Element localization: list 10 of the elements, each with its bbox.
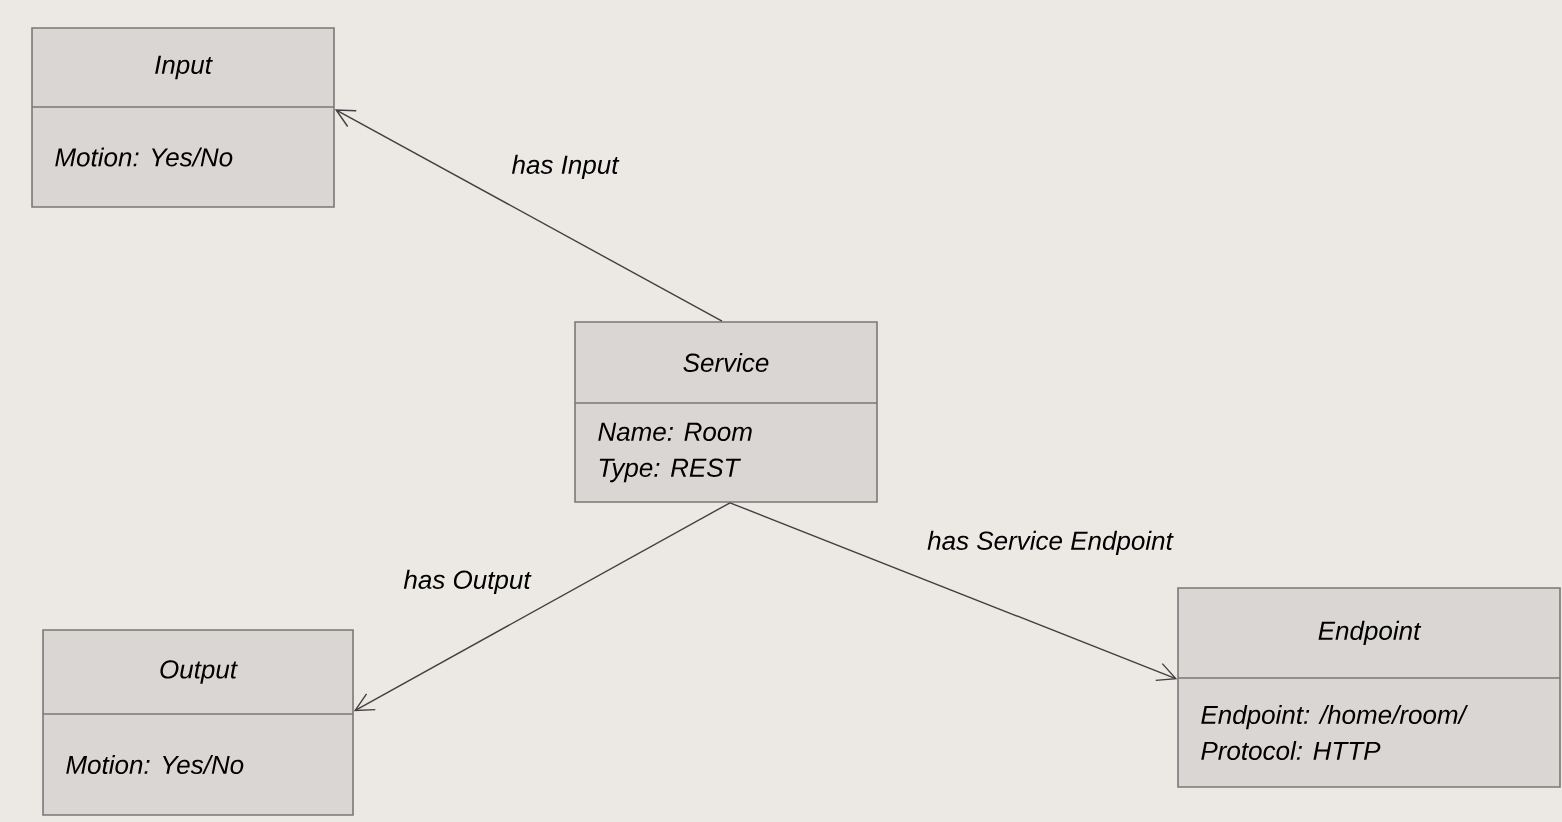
class-box: Service Name: Room Type: REST xyxy=(574,321,878,503)
arrow xyxy=(729,502,1178,682)
class-box: Output Motion: Yes/No xyxy=(42,629,354,816)
edge-label: has Input xyxy=(509,152,621,182)
arrow xyxy=(334,109,723,322)
edge-label: has Service Endpoint xyxy=(925,528,1175,558)
class-box: Endpoint Endpoint: /home/room/ Protocol: HTTP xyxy=(1177,587,1561,788)
class-box: Input Motion: Yes/No xyxy=(31,27,335,208)
edge-label: has Output xyxy=(401,567,533,597)
arrow xyxy=(353,502,731,712)
